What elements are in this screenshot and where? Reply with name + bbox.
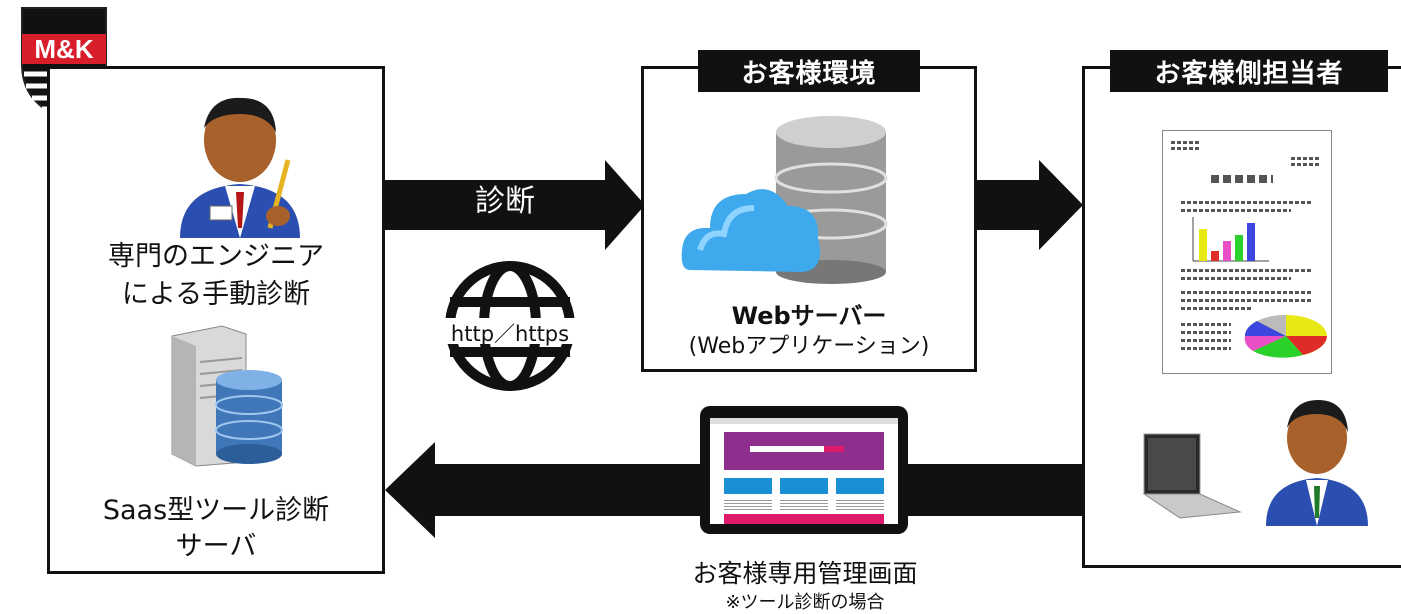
diagnosis-arrow-right xyxy=(385,160,645,250)
web-server-title: Webサーバー xyxy=(731,302,887,330)
engineer-icon xyxy=(170,88,310,238)
dashboard-tablet-icon xyxy=(700,406,908,534)
saas-label-line2: サーバ xyxy=(175,531,257,562)
report-arrow-right xyxy=(977,160,1087,250)
customer-environment-title: お客様環境 xyxy=(698,50,920,92)
diagnosis-arrow-label: 診断 xyxy=(475,184,535,219)
saas-label-line1: Saas型ツール診断 xyxy=(102,495,330,526)
saas-server-icon xyxy=(160,322,290,467)
customer-person-icon xyxy=(1262,392,1372,526)
dashboard-caption: お客様専用管理画面 xyxy=(692,559,918,588)
customer-staff-title: お客様側担当者 xyxy=(1110,50,1388,92)
globe-icon xyxy=(440,256,580,396)
laptop-icon xyxy=(1130,432,1242,520)
engineer-label-line2: による手動診断 xyxy=(121,279,311,310)
dashboard-note: ※ツール診断の場合 xyxy=(725,592,885,613)
web-server-subtitle: (Webアプリケーション) xyxy=(688,334,930,359)
report-document-icon xyxy=(1162,130,1332,374)
protocol-label: http／https xyxy=(450,322,570,346)
engineer-label-line1: 専門のエンジニア xyxy=(108,241,324,272)
cloud-database-icon xyxy=(680,110,900,285)
logo-text: M&K xyxy=(34,34,94,64)
